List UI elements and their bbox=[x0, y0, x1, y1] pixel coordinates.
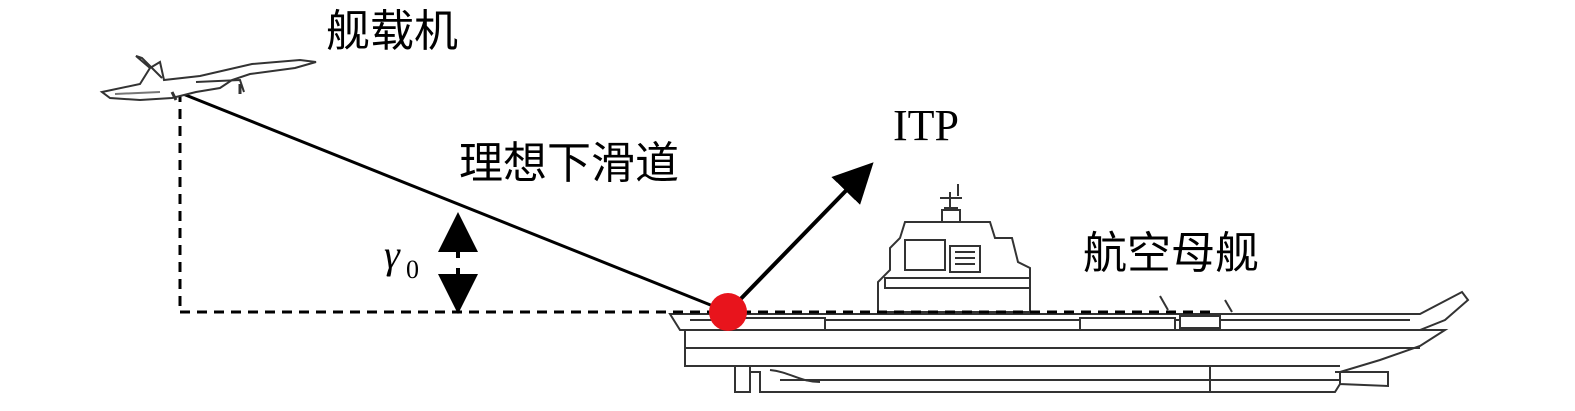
aircraft-label: 舰载机 bbox=[326, 6, 458, 57]
aircraft-carrier-icon bbox=[668, 184, 1470, 393]
itp-label: ITP bbox=[893, 101, 959, 150]
angle-symbol: γ bbox=[384, 232, 401, 277]
carrier-label: 航空母舰 bbox=[1083, 228, 1259, 279]
touchdown-point bbox=[709, 293, 747, 331]
glide-path-label: 理想下滑道 bbox=[459, 138, 679, 189]
glide-path-line bbox=[177, 90, 729, 314]
angle-subscript: 0 bbox=[406, 255, 419, 284]
carrier-aircraft-icon bbox=[99, 55, 317, 102]
itp-arrow bbox=[726, 162, 874, 314]
